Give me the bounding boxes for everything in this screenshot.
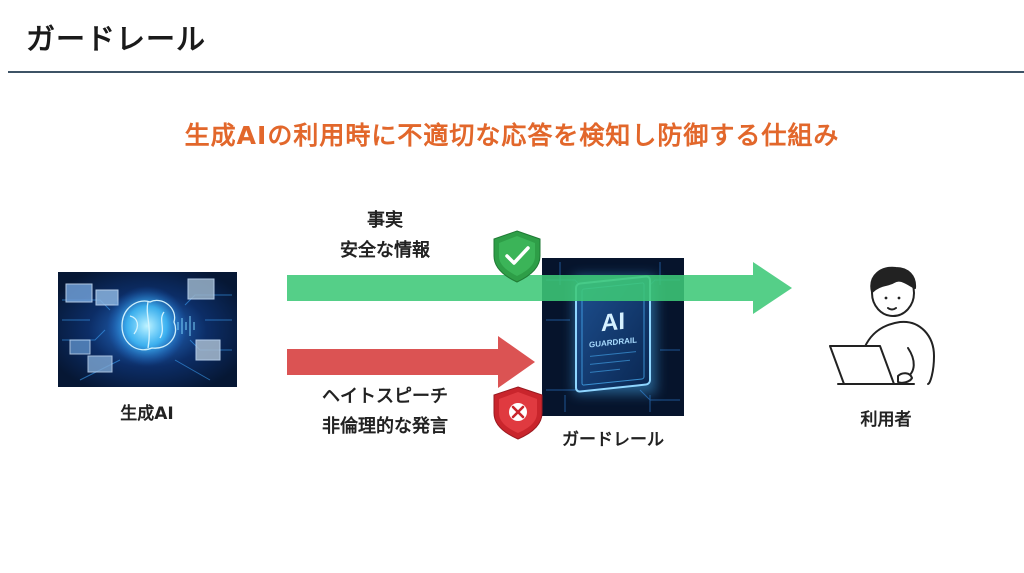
user-label: 利用者: [860, 410, 912, 430]
safe-flow-line-1: 事実: [367, 210, 403, 231]
title-divider: [8, 71, 1024, 73]
blocked-flow-line-1: ヘイトスピーチ: [322, 386, 448, 407]
safe-flow-label: 事実 安全な情報: [315, 206, 455, 266]
guardrail-label: ガードレール: [562, 430, 664, 450]
guardrail-chip-text: AI: [601, 308, 625, 337]
generative-ai-label: 生成AI: [120, 404, 174, 424]
slide-subtitle: 生成AIの利用時に不適切な応答を検知し防御する仕組み: [184, 121, 840, 150]
blocked-flow-arrow: [287, 336, 535, 388]
safe-flow-line-2: 安全な情報: [340, 240, 430, 261]
generative-ai-image: [58, 272, 237, 387]
shield-check-icon: [493, 230, 541, 283]
blocked-flow-label: ヘイトスピーチ 非倫理的な発言: [295, 382, 475, 442]
safe-flow-arrow: [287, 262, 792, 314]
slide-title: ガードレール: [26, 22, 207, 56]
shield-x-icon: [493, 386, 543, 440]
blocked-flow-line-2: 非倫理的な発言: [322, 416, 448, 437]
user-illustration: [829, 266, 935, 385]
